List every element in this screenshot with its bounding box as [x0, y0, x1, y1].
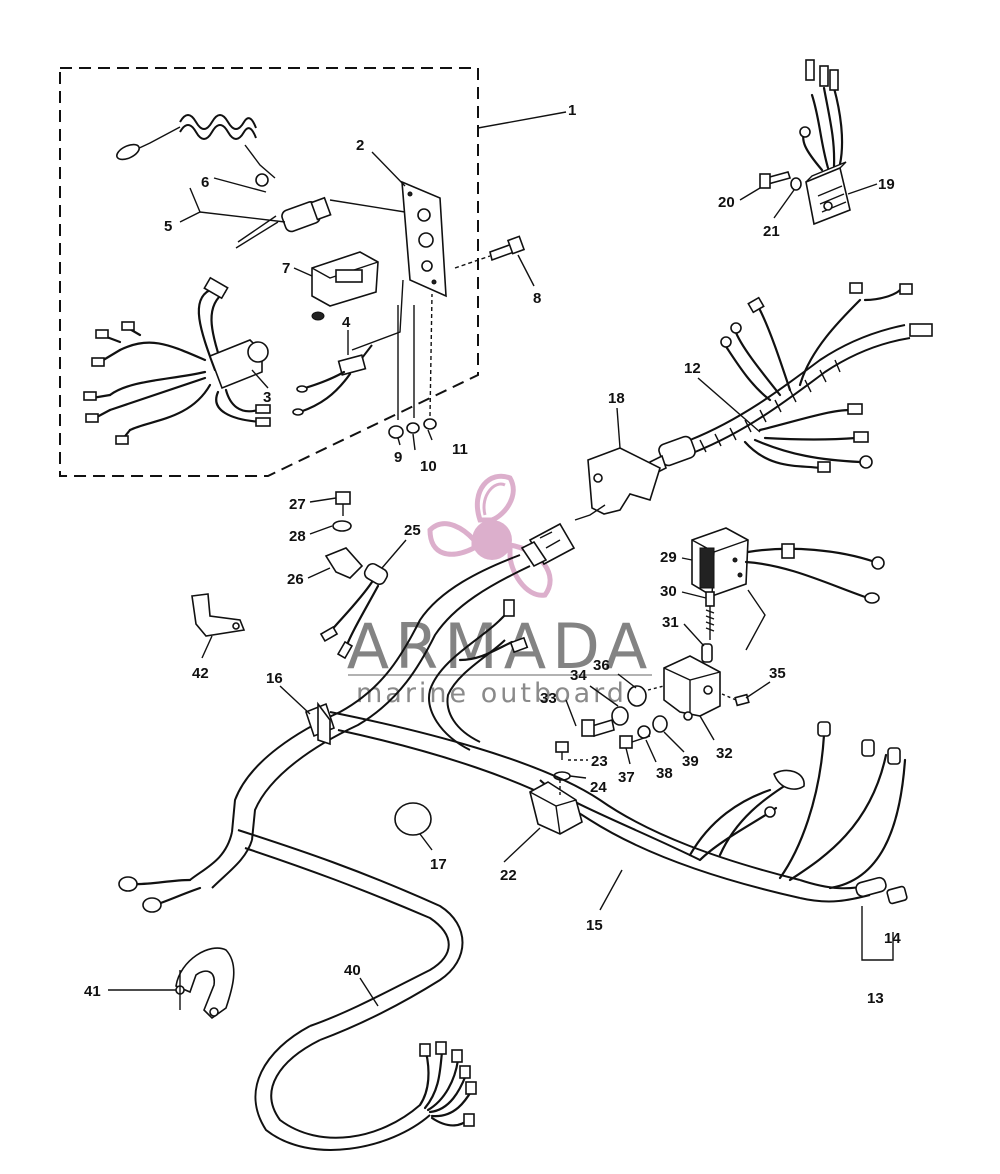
bracket-42 — [191, 593, 246, 637]
callout-35: 35 — [769, 665, 786, 682]
assembly-outline — [59, 67, 479, 477]
callout-3: 3 — [263, 389, 271, 406]
clamp-41 — [175, 947, 235, 1020]
callout-34: 34 — [570, 667, 587, 684]
callout-22: 22 — [500, 867, 517, 884]
callout-5: 5 — [164, 218, 172, 235]
callout-41: 41 — [84, 983, 101, 1000]
ignition-switch — [83, 276, 271, 445]
callout-19: 19 — [878, 176, 895, 193]
watermark-tagline: marine outboards — [356, 678, 644, 709]
callout-21: 21 — [763, 223, 780, 240]
callout-28: 28 — [289, 528, 306, 545]
leader-lines — [108, 111, 878, 1007]
bracket-7 — [311, 251, 379, 321]
main-harness — [231, 554, 908, 961]
mounting-plate — [401, 180, 447, 298]
bracket-18 — [574, 447, 661, 521]
callout-36: 36 — [593, 657, 610, 674]
screw-23 — [553, 741, 588, 781]
lower-harness — [118, 829, 477, 1151]
toggle-switch — [292, 279, 404, 416]
callout-26: 26 — [287, 571, 304, 588]
connector — [520, 522, 576, 568]
callout-27: 27 — [289, 496, 306, 513]
callout-23: 23 — [591, 753, 608, 770]
stop-switch — [235, 196, 406, 249]
nuts-washers-9-11 — [388, 293, 437, 439]
callout-2: 2 — [356, 137, 364, 154]
callout-39: 39 — [682, 753, 699, 770]
solenoid — [581, 527, 885, 749]
callout-24: 24 — [590, 779, 607, 796]
lanyard-coil — [116, 114, 276, 187]
callout-12: 12 — [684, 360, 701, 377]
callout-10: 10 — [420, 458, 437, 475]
plug-17 — [394, 802, 432, 836]
callout-16: 16 — [266, 670, 283, 687]
callout-17: 17 — [430, 856, 447, 873]
callout-13: 13 — [867, 990, 884, 1007]
engine-harness — [649, 282, 933, 476]
callout-42: 42 — [192, 665, 209, 682]
regulator — [759, 59, 851, 226]
clip-26 — [324, 491, 364, 579]
callout-11: 11 — [452, 441, 468, 458]
callout-40: 40 — [344, 962, 361, 979]
callout-20: 20 — [718, 194, 735, 211]
callout-37: 37 — [618, 769, 635, 786]
callout-6: 6 — [201, 174, 209, 191]
sensor-25 — [319, 562, 389, 660]
screw-8 — [454, 235, 526, 269]
callout-32: 32 — [716, 745, 733, 762]
armada-logo-icon — [427, 473, 553, 598]
callout-29: 29 — [660, 549, 677, 566]
callout-31: 31 — [662, 614, 679, 631]
callout-30: 30 — [660, 583, 677, 600]
callout-7: 7 — [282, 260, 290, 277]
callout-38: 38 — [656, 765, 673, 782]
callout-labels: 1 2 3 4 5 6 7 8 9 10 11 12 13 14 15 16 1… — [84, 102, 901, 1007]
callout-14: 14 — [884, 930, 901, 947]
callout-15: 15 — [586, 917, 603, 934]
callout-33: 33 — [540, 690, 557, 707]
callout-18: 18 — [608, 390, 625, 407]
callout-4: 4 — [342, 314, 351, 331]
callout-9: 9 — [394, 449, 402, 466]
callout-8: 8 — [533, 290, 541, 307]
callout-1: 1 — [568, 102, 576, 119]
callout-25: 25 — [404, 522, 421, 539]
